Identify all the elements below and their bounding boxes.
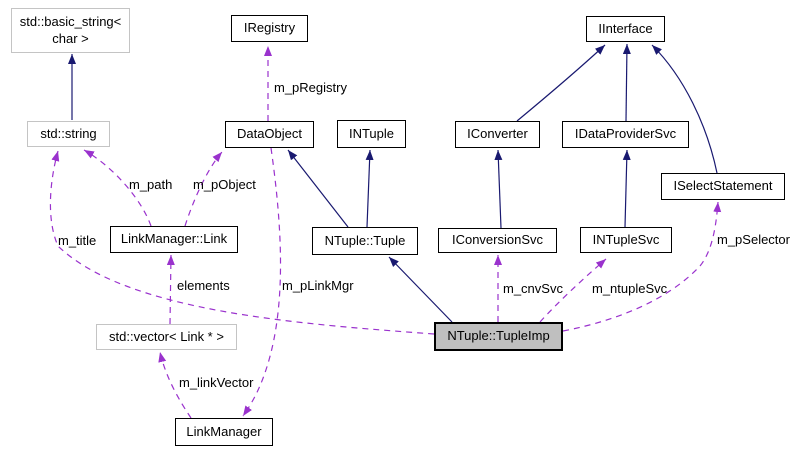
node-iselectstatement[interactable]: ISelectStatement [661, 173, 785, 200]
edge-tuple-to-intuple [365, 149, 374, 228]
node-linkmanager[interactable]: LinkManager [175, 418, 273, 446]
edge-label-m-pobject: m_pObject [193, 177, 256, 192]
edge-link-to-string-m-path [83, 149, 152, 227]
edge-iconversionsvc-to-iconverter [494, 149, 503, 229]
edge-tupleimp-to-string-m-title [49, 150, 435, 335]
edge-iselectstatement-to-iinterface [651, 44, 718, 174]
node-std-vector-link[interactable]: std::vector< Link * > [96, 324, 237, 350]
node-dataobject[interactable]: DataObject [225, 121, 314, 148]
node-iconverter[interactable]: IConverter [455, 121, 540, 148]
node-std-string[interactable]: std::string [27, 121, 110, 147]
node-intuple[interactable]: INTuple [337, 120, 406, 148]
node-linkmanager-link[interactable]: LinkManager::Link [110, 226, 238, 253]
edge-tupleimp-to-tuple [388, 256, 453, 323]
edge-tupleimp-to-intuplesvc-m-ntuplesvc [539, 258, 607, 323]
node-intuplesvc[interactable]: INTupleSvc [580, 227, 672, 253]
edge-idataprovidersvc-to-iinterface [622, 43, 631, 122]
node-iregistry[interactable]: IRegistry [231, 15, 308, 42]
edge-label-m-title: m_title [58, 233, 97, 248]
edge-label-m-pregistry: m_pRegistry [274, 80, 347, 95]
node-idataprovidersvc[interactable]: IDataProviderSvc [562, 121, 689, 148]
node-std-basic-string[interactable]: std::basic_string< char > [11, 8, 130, 53]
edge-intuplesvc-to-idataprovidersvc [622, 149, 631, 228]
edge-tupleimp-to-iselectstatement-m-pselector [562, 201, 722, 332]
edge-linkmanager-to-vector-m-linkvector [158, 351, 192, 419]
node-ntuple-tupleimp: NTuple::TupleImp [434, 322, 563, 351]
edge-tuple-to-dataobject [287, 149, 349, 228]
edge-label-m-plinkmgr: m_pLinkMgr [282, 278, 354, 293]
node-iconversionsvc[interactable]: IConversionSvc [438, 228, 557, 253]
node-ntuple-tuple[interactable]: NTuple::Tuple [312, 227, 418, 255]
edge-label-m-linkvector: m_linkVector [179, 375, 254, 390]
edge-iconverter-to-iinterface [516, 44, 606, 122]
edge-label-m-path: m_path [129, 177, 173, 192]
edge-label-m-ntuplesvc: m_ntupleSvc [592, 281, 668, 296]
edge-vector-to-link-elements [166, 254, 175, 325]
edge-label-elements: elements [177, 278, 230, 293]
edge-label-m-pselector: m_pSelector [717, 232, 790, 247]
edge-link-to-dataobject-m-pobject [184, 151, 223, 227]
node-iinterface[interactable]: IInterface [586, 16, 665, 42]
edge-label-m-cnvsvc: m_cnvSvc [503, 281, 563, 296]
edge-dataobject-to-linkmanager-m-plinkmgr [242, 147, 282, 417]
